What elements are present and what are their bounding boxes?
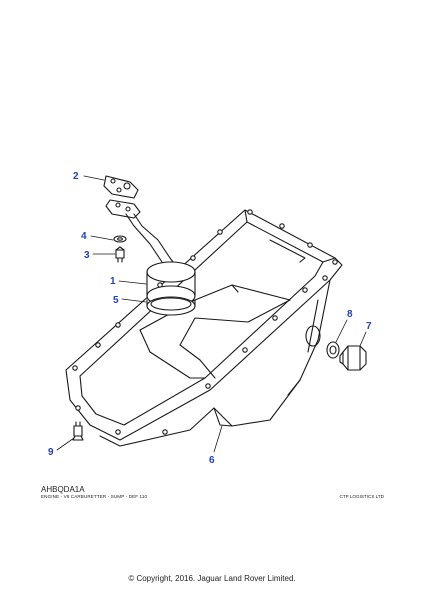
callout-9: 9 [48, 447, 54, 458]
callout-8: 8 [347, 309, 353, 320]
leader-lines [56, 175, 367, 453]
publisher-label: CTP LOGISTICS LTD [339, 494, 385, 499]
sump-pan [65, 209, 343, 447]
callout-6: 6 [209, 455, 215, 466]
callout-3: 3 [84, 250, 90, 261]
diagram-code: AHBQDA1A [41, 485, 85, 494]
sump-bolt [72, 421, 84, 441]
bolt-and-washer [113, 235, 127, 263]
copyright-notice: © Copyright, 2016. Jaguar Land Rover Lim… [128, 574, 296, 583]
drain-plug-and-washer [326, 341, 367, 371]
diagram-description: ENGINE - V8 CARBURETTER - SUMP - DEF 110 [41, 494, 148, 499]
callout-2: 2 [73, 171, 79, 182]
callout-5: 5 [113, 295, 119, 306]
callout-7: 7 [366, 321, 372, 332]
callout-4: 4 [81, 231, 87, 242]
callout-1: 1 [110, 276, 116, 287]
pickup-assembly [103, 175, 196, 316]
